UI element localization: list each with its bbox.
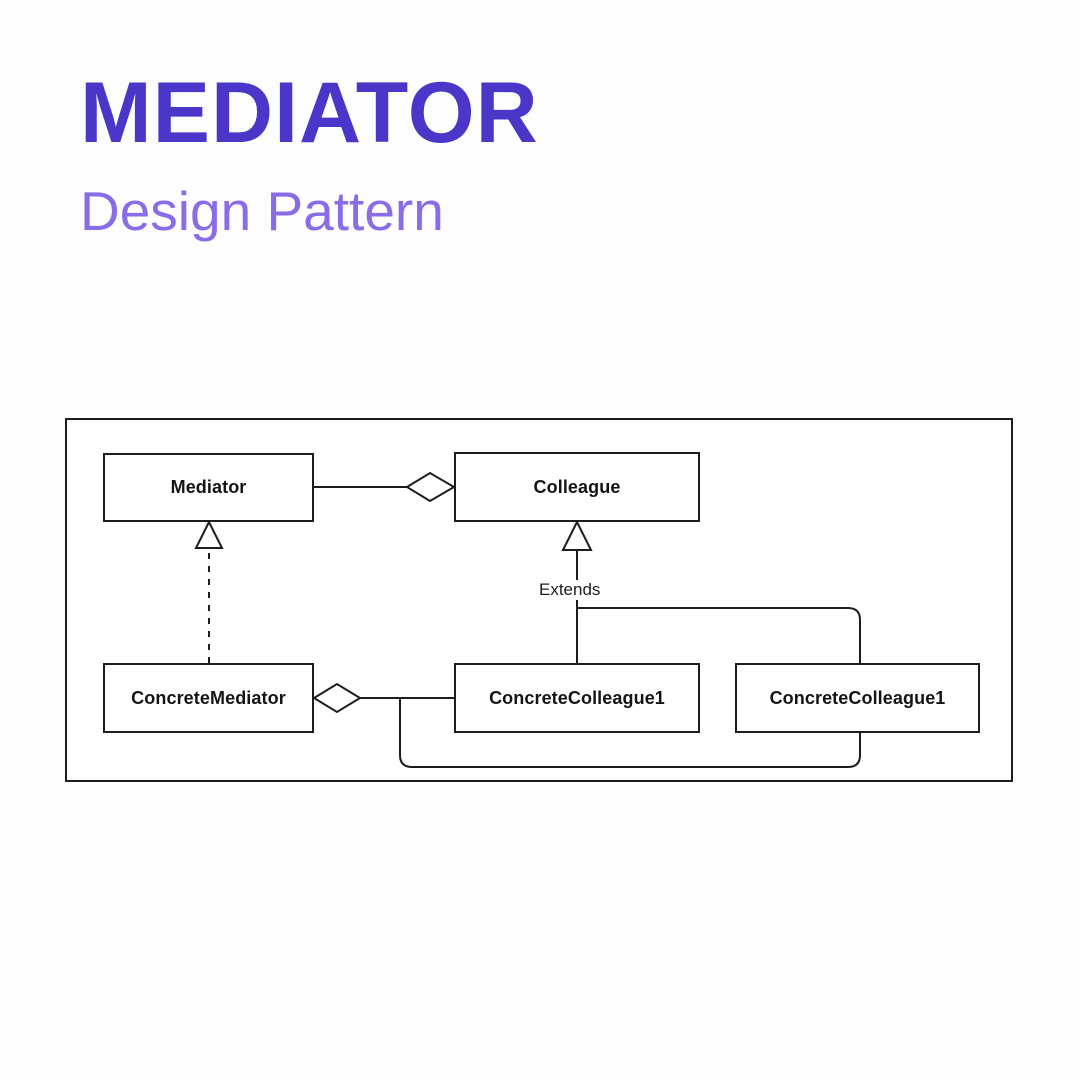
uml-class-label: ConcreteColleague1 bbox=[769, 687, 946, 708]
uml-class-label: ConcreteMediator bbox=[131, 687, 286, 708]
realization-triangle-mediator bbox=[194, 519, 224, 549]
uml-class-mediator[interactable]: Mediator bbox=[103, 453, 314, 522]
uml-class-concrete-mediator[interactable]: ConcreteMediator bbox=[103, 663, 314, 733]
uml-diagram-frame: Mediator Colleague ConcreteMediator Conc… bbox=[65, 418, 1013, 782]
aggregation-diamond-concrete-mediator bbox=[312, 682, 362, 714]
page-subtitle: Design Pattern bbox=[80, 180, 444, 242]
uml-class-label: ConcreteColleague1 bbox=[489, 687, 665, 708]
uml-class-concrete-colleague-1[interactable]: ConcreteColleague1 bbox=[454, 663, 700, 733]
edge-extends-branch bbox=[577, 607, 861, 663]
edge-label-extends: Extends bbox=[535, 580, 605, 600]
page-title: MEDIATOR bbox=[80, 65, 539, 161]
uml-class-label: Colleague bbox=[533, 476, 621, 497]
poster-header: MEDIATOR Design Pattern bbox=[80, 70, 780, 239]
aggregation-diamond-colleague bbox=[405, 471, 456, 503]
uml-class-colleague[interactable]: Colleague bbox=[454, 452, 700, 522]
generalization-triangle-colleague bbox=[561, 519, 593, 551]
uml-class-label: Mediator bbox=[170, 477, 247, 497]
uml-class-concrete-colleague-2[interactable]: ConcreteColleague1 bbox=[735, 663, 980, 733]
